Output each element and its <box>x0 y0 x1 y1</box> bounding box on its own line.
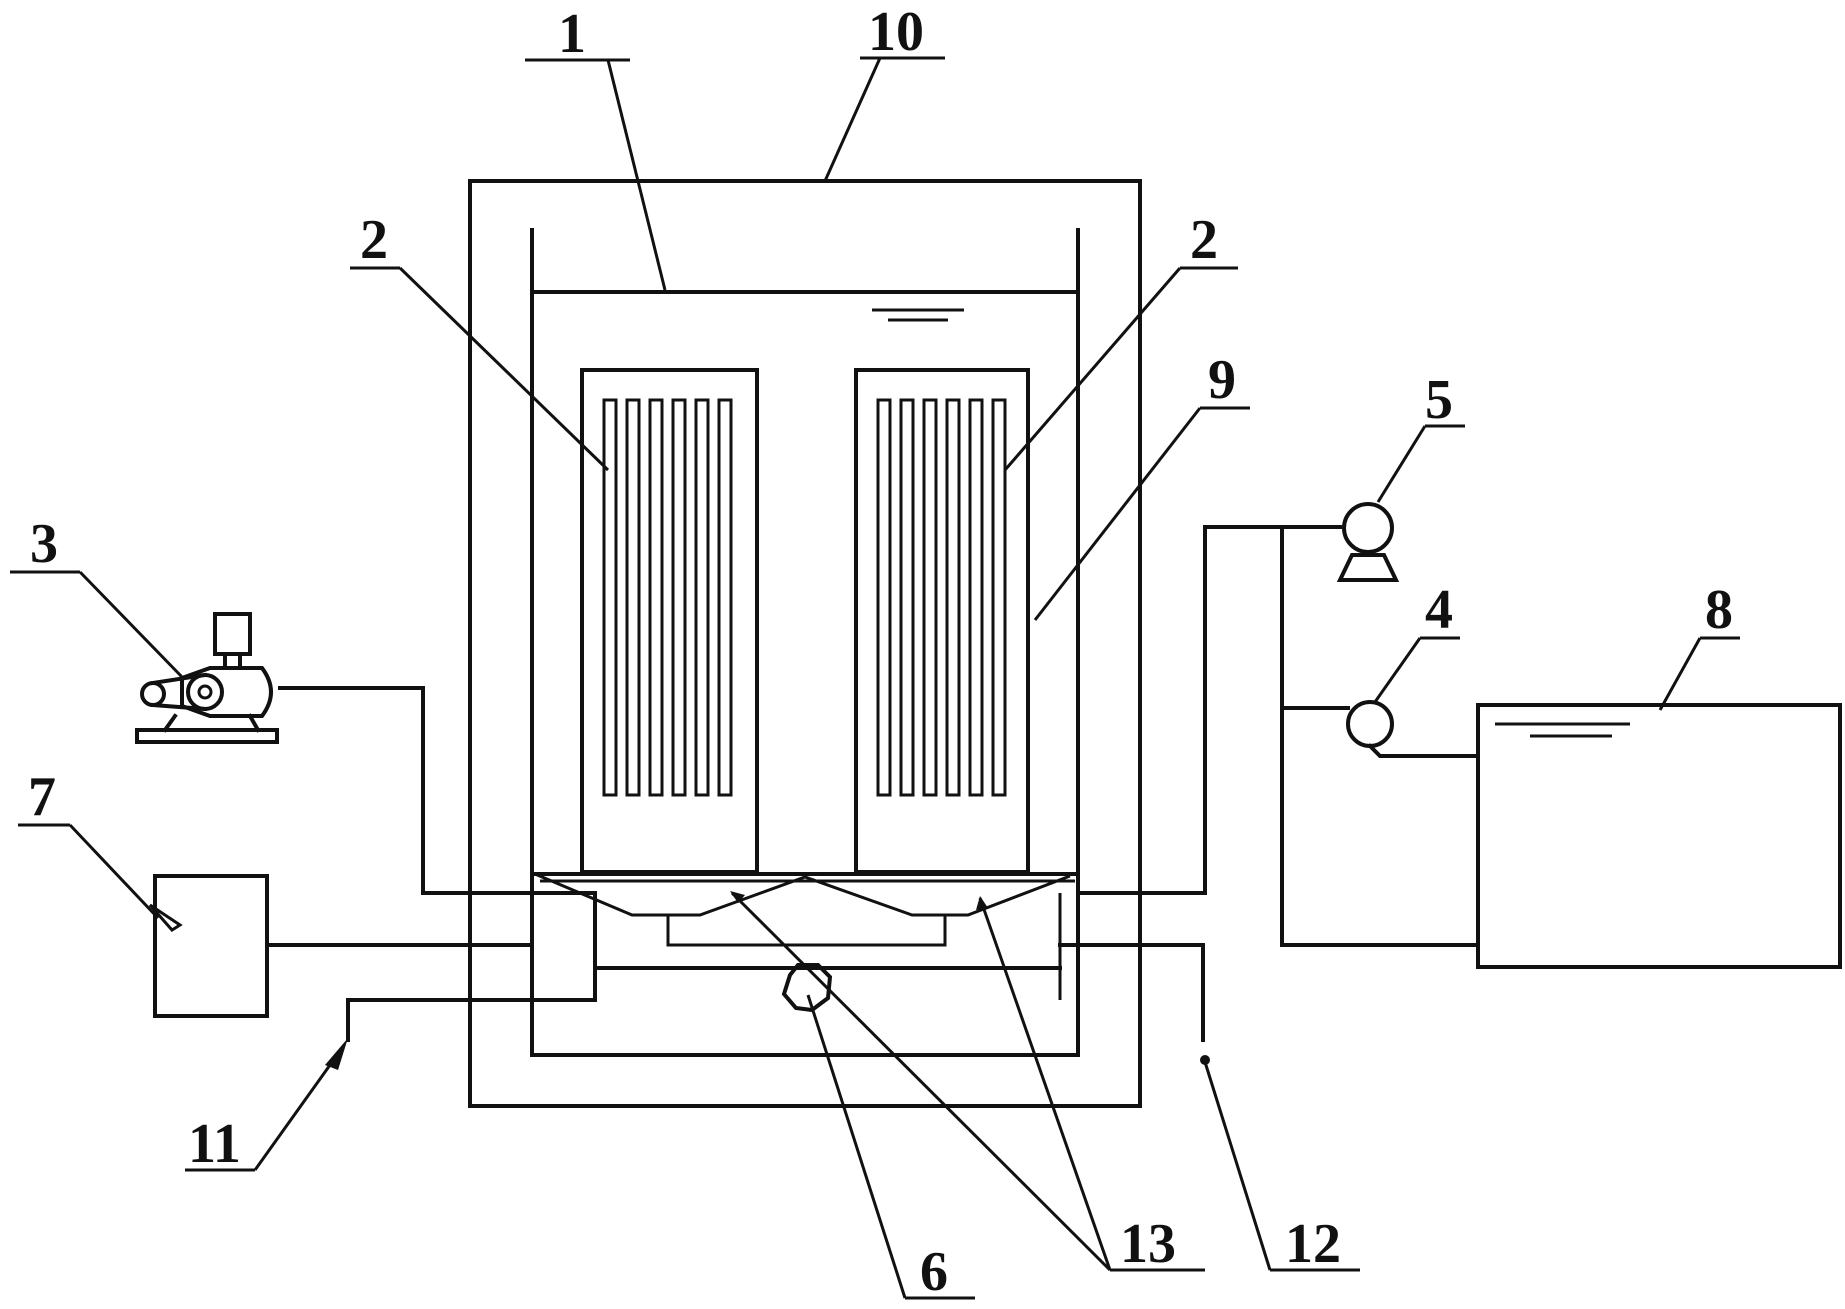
clean-water-tank <box>1476 703 1842 969</box>
label-12: 12 <box>1285 1213 1341 1275</box>
feed-inlet-pipe <box>325 998 597 1070</box>
reactor-tank <box>530 228 1080 1057</box>
suction-pump <box>1336 502 1400 582</box>
heater-element <box>781 963 833 1013</box>
label-11: 11 <box>188 1113 241 1175</box>
label-1: 1 <box>558 3 586 65</box>
backwash-pump <box>1346 700 1480 758</box>
callout-5: 5 <box>1376 369 1465 503</box>
label-13: 13 <box>1120 1213 1176 1275</box>
outer-jacket <box>468 179 1142 1108</box>
air-supply-pipe <box>278 686 534 895</box>
callout-7: 7 <box>18 766 160 920</box>
label-9: 9 <box>1208 349 1236 411</box>
label-7: 7 <box>28 766 56 828</box>
callout-4: 4 <box>1373 579 1460 703</box>
callout-12: 12 <box>1203 1061 1360 1275</box>
label-5: 5 <box>1425 369 1453 431</box>
controller-box <box>148 874 269 1018</box>
backwash-branch-pipe <box>1280 525 1480 947</box>
membrane-module-left <box>580 368 759 874</box>
callout-6: 6 <box>806 994 975 1303</box>
label-2-left: 2 <box>360 209 388 271</box>
air-blower <box>135 612 279 744</box>
callout-1: 1 <box>525 3 667 291</box>
tank-water-level-mark <box>872 308 964 322</box>
label-10: 10 <box>868 1 924 63</box>
callout-2-left: 2 <box>350 209 610 472</box>
label-2-right: 2 <box>1190 209 1218 271</box>
discharge-pipe <box>1058 943 1210 1065</box>
aeration-distributor <box>530 872 1080 1000</box>
permeate-pipe <box>1076 525 1342 895</box>
callout-9: 9 <box>1033 349 1250 621</box>
callout-8: 8 <box>1658 579 1740 711</box>
callout-10: 10 <box>823 1 945 182</box>
callout-2-right: 2 <box>1003 209 1238 471</box>
label-8: 8 <box>1705 579 1733 641</box>
label-4: 4 <box>1425 579 1453 641</box>
callout-13: 13 <box>730 891 1205 1275</box>
callout-3: 3 <box>10 513 185 680</box>
membrane-module-right <box>854 368 1030 874</box>
label-6: 6 <box>920 1241 948 1303</box>
label-3: 3 <box>30 513 58 575</box>
callout-11: 11 <box>185 1064 332 1175</box>
